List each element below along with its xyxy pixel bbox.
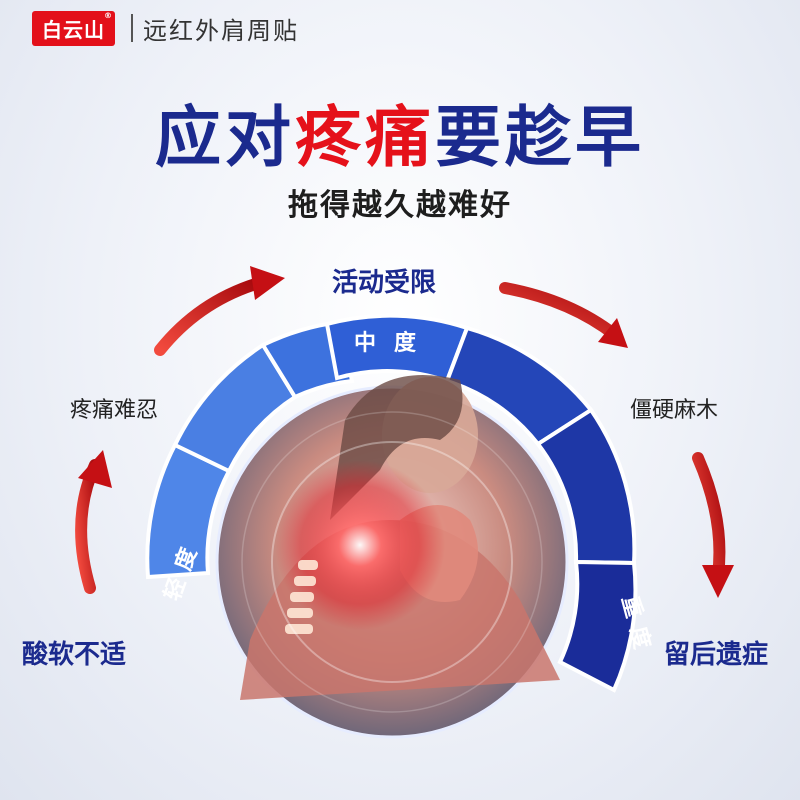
spine-graphic — [285, 560, 318, 634]
header-divider — [131, 14, 133, 42]
arrow-left-lower-icon — [75, 450, 112, 594]
severity-arc — [145, 313, 638, 693]
logo-text: 白云山 — [42, 17, 105, 42]
product-name: 远红外肩周贴 — [143, 16, 299, 45]
header: 白云山 ® 远红外肩周贴 — [32, 8, 299, 48]
stage-sequelae: 留后遗症 — [664, 640, 769, 670]
arrow-left-upper-icon — [154, 266, 285, 356]
headline: 应对疼痛要趁早 — [0, 84, 800, 180]
subtitle: 拖得越久越难好 — [288, 188, 512, 223]
progression-arrows — [75, 266, 734, 598]
severity-moderate: 中度 — [354, 330, 434, 356]
headline-part-1: 应对 — [155, 99, 295, 176]
stage-stiff-numb: 僵硬麻木 — [630, 398, 719, 423]
stage-activity-limited: 活动受限 — [332, 268, 437, 298]
headline-part-2: 疼痛 — [295, 99, 435, 176]
pain-illustration — [215, 375, 569, 739]
arrow-right-lower-icon — [692, 452, 734, 598]
registered-mark: ® — [104, 10, 113, 20]
arrow-right-upper-icon — [499, 282, 628, 348]
arc-segment-severe-low — [557, 559, 638, 693]
stage-pain-unbearable: 疼痛难忍 — [70, 398, 159, 423]
pain-glow — [275, 460, 445, 630]
stage-soreness: 酸软不适 — [22, 640, 127, 670]
headline-part-3: 要趁早 — [435, 99, 645, 176]
brand-logo: 白云山 ® — [32, 10, 115, 46]
